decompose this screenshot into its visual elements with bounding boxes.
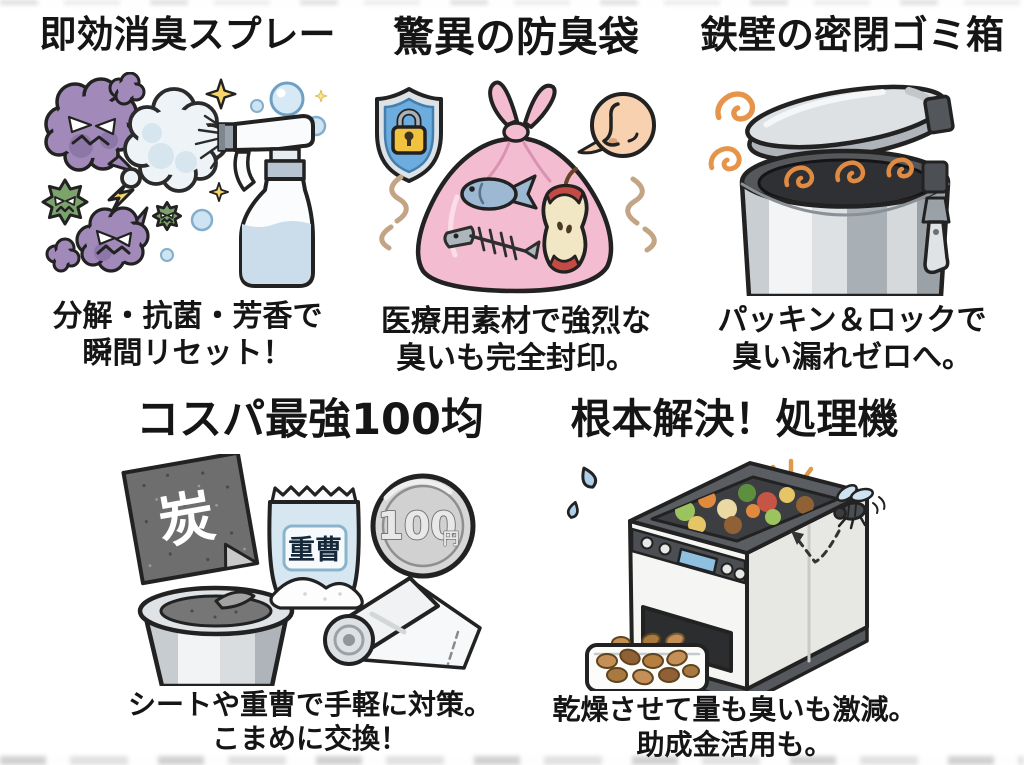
fish-icon bbox=[460, 174, 538, 211]
bag-illustration bbox=[375, 80, 657, 294]
stink-lines bbox=[379, 174, 657, 253]
panel-caption: シートや重曹で手軽に対策。 こまめに交換！ bbox=[128, 688, 492, 757]
bag-roll bbox=[323, 575, 482, 670]
panel-title: コスパ最強100均 bbox=[136, 395, 484, 445]
control-panel bbox=[630, 528, 746, 585]
bin-opening bbox=[739, 148, 951, 215]
virus-icon-small bbox=[151, 201, 182, 232]
apple-core-icon bbox=[541, 167, 589, 274]
nose-bubble-icon bbox=[577, 92, 656, 159]
bin-lid bbox=[745, 84, 955, 162]
chips-inside bbox=[595, 648, 700, 686]
dried-chips-container bbox=[584, 633, 709, 692]
germ-puff-small-top bbox=[108, 72, 145, 106]
baking-soda-label: 重曹 bbox=[288, 535, 342, 566]
caption-line: 臭いも完全封印。 bbox=[396, 341, 636, 377]
germ-cloud-small bbox=[74, 206, 150, 273]
water-droplets bbox=[566, 466, 597, 520]
panel-sealed-trash-can: 鉄壁の密閉ゴミ箱 bbox=[683, 12, 1021, 376]
panel-hundred-yen-goods: コスパ最強100均 炭 bbox=[115, 394, 505, 757]
caption-line: 臭い漏れゼロへ。 bbox=[731, 339, 972, 375]
sparkle-icon bbox=[208, 182, 229, 203]
coin-value-label: 100 bbox=[377, 504, 456, 548]
panel-odor-proof-bag: 驚異の防臭袋 bbox=[362, 12, 670, 378]
panel-caption: 分解・抗菌・芳香で 瞬間リセット！ bbox=[53, 298, 323, 372]
fish-bone-icon bbox=[443, 225, 541, 261]
coin-unit-label: 円 bbox=[443, 529, 459, 548]
caption-line: パッキン＆ロックで bbox=[717, 302, 987, 338]
virus-icon-large bbox=[41, 178, 88, 226]
panel-title: 鉄壁の密閉ゴミ箱 bbox=[699, 13, 1004, 57]
panel-deodorant-spray: 即効消臭スプレー bbox=[15, 12, 360, 373]
cropped-text-artifact-bottom bbox=[0, 756, 1024, 765]
bubbles bbox=[159, 81, 326, 263]
panel-caption: パッキン＆ロックで 臭い漏れゼロへ。 bbox=[717, 302, 986, 376]
caption-line: 助成金活用も。 bbox=[636, 727, 833, 761]
panel-title: 即効消臭スプレー bbox=[39, 13, 336, 56]
charcoal-kanji-label: 炭 bbox=[153, 483, 219, 557]
baking-soda-pouch: 重曹 bbox=[267, 485, 364, 610]
bin-illustration bbox=[687, 84, 955, 296]
hundred-yen-illustration: 炭 重曹 bbox=[121, 453, 482, 686]
fly-icon bbox=[832, 484, 885, 530]
sparkle-icon bbox=[314, 89, 327, 103]
processor-illustration bbox=[566, 459, 885, 692]
caption-line: 分解・抗菌・芳香で bbox=[52, 299, 323, 335]
panel-title: 根本解決！処理機 bbox=[570, 395, 899, 443]
charcoal-sheet: 炭 bbox=[121, 453, 260, 585]
panel-waste-processor: 根本解決！処理機 bbox=[522, 394, 947, 763]
spray-bottle bbox=[216, 114, 315, 289]
germ-puff-small-bottom bbox=[45, 237, 80, 273]
cropped-text-artifact-top bbox=[0, 0, 1024, 5]
fly-away-arrow bbox=[790, 529, 840, 564]
panel-caption: 乾燥させて量も臭いも激減。 助成金活用も。 bbox=[552, 693, 916, 762]
shield-lock-icon bbox=[375, 87, 443, 184]
caption-line: 医療用素材で強烈な bbox=[381, 304, 651, 340]
hundred-yen-coin: 100 円 bbox=[370, 473, 476, 579]
caption-line: こまめに交換！ bbox=[211, 722, 408, 756]
caption-line: シートや重曹で手軽に対策。 bbox=[127, 687, 492, 721]
bin-with-sheet bbox=[137, 585, 295, 686]
panel-title: 驚異の防臭袋 bbox=[393, 13, 639, 61]
panel-caption: 医療用素材で強烈な 臭いも完全封印。 bbox=[381, 303, 651, 377]
spray-illustration bbox=[41, 72, 327, 289]
sparkle-icon bbox=[204, 78, 237, 110]
spray-mist-cloud bbox=[119, 87, 235, 194]
caption-line: 乾燥させて量も臭いも激減。 bbox=[552, 693, 917, 727]
display-screen bbox=[676, 548, 718, 575]
caption-line: 瞬間リセット！ bbox=[82, 336, 293, 372]
latch-lock bbox=[921, 160, 951, 274]
